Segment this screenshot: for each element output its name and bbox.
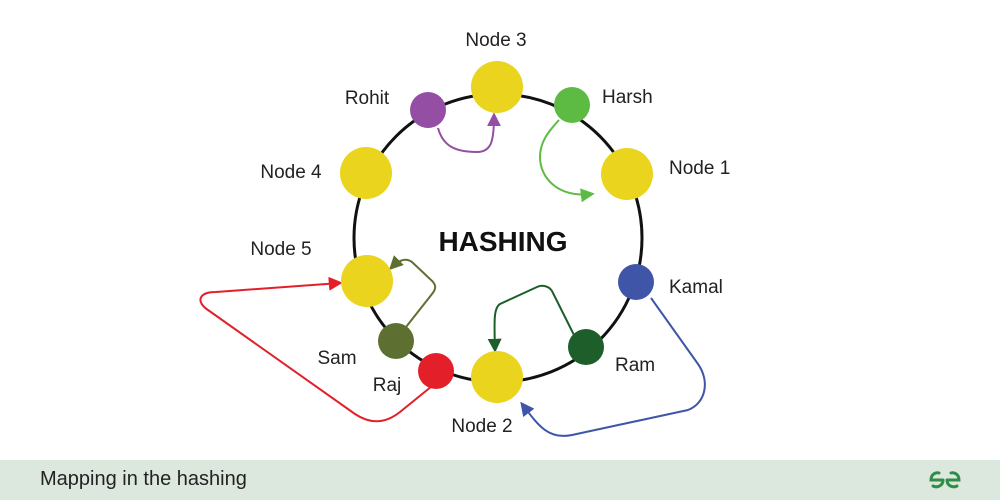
kamal-to-node2-arrow [520, 297, 706, 437]
node3-label: Node 3 [465, 30, 526, 51]
sam-to-node5-arrow [389, 255, 437, 328]
harsh-to-node1-arrow [538, 119, 595, 203]
footer-bar: Mapping in the hashing [0, 460, 1000, 500]
kamal-key-circle [618, 264, 654, 300]
ram-to-node2-arrow [487, 284, 575, 353]
gfg-logo-icon [928, 470, 962, 490]
node1-label: Node 1 [669, 158, 730, 179]
rohit-key-circle [410, 92, 446, 128]
sam-key-circle [378, 323, 414, 359]
rohit-to-node3-arrow [437, 112, 501, 154]
diagram-title: HASHING [438, 226, 567, 257]
sam-label: Sam [317, 348, 356, 369]
rohit-label: Rohit [345, 88, 390, 109]
node3-circle [471, 61, 523, 113]
node5-circle [341, 255, 393, 307]
raj-key-circle [418, 353, 454, 389]
ram-label: Ram [615, 355, 655, 376]
node2-label: Node 2 [451, 416, 512, 437]
harsh-key-circle [554, 87, 590, 123]
hashing-ring-diagram: HASHING Node 3 Node 1 Node 2 Node 5 Node… [199, 30, 730, 437]
raj-to-node5-arrow [199, 276, 433, 423]
node2-circle [471, 351, 523, 403]
node4-label: Node 4 [260, 162, 322, 183]
raj-label: Raj [373, 375, 402, 396]
footer-caption: Mapping in the hashing [40, 468, 247, 490]
node4-circle [340, 147, 392, 199]
harsh-label: Harsh [602, 87, 653, 108]
node5-label: Node 5 [250, 239, 311, 260]
kamal-label: Kamal [669, 277, 723, 298]
node1-circle [601, 148, 653, 200]
ram-key-circle [568, 329, 604, 365]
